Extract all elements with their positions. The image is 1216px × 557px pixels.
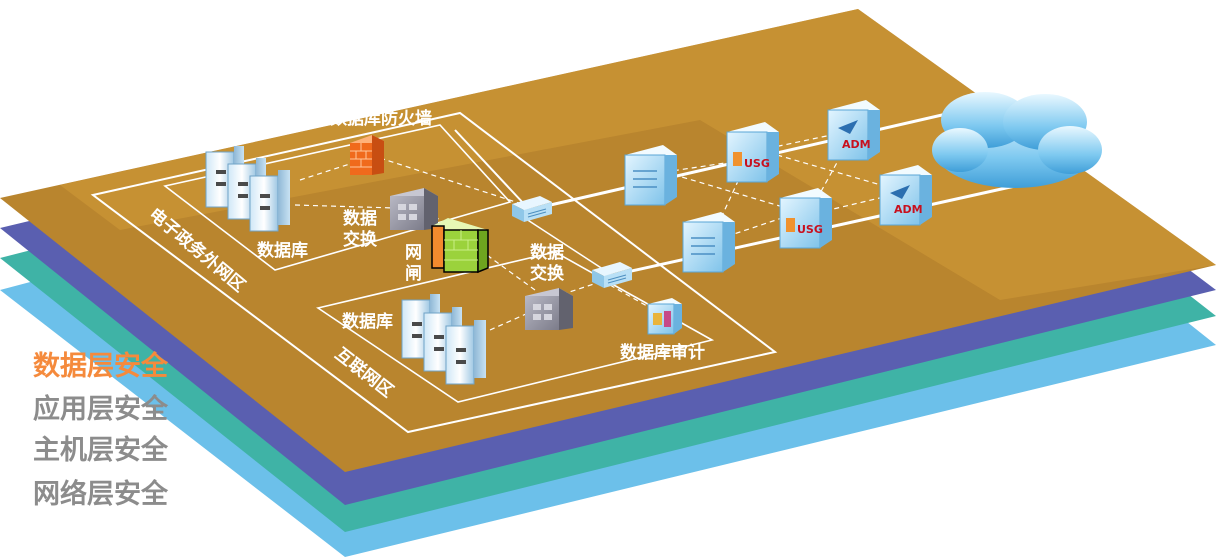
db-label-bottom: 数据库 (342, 311, 393, 332)
adm-label-1: ADM (842, 138, 871, 151)
label-line: 数据 (343, 208, 377, 229)
core-switch-icon-1 (624, 145, 677, 206)
db-server-cluster-top (205, 146, 290, 232)
adm-label-2: ADM (894, 203, 923, 216)
legend-network-layer: 网络层安全 (33, 479, 168, 510)
data-exchange-box-top (390, 188, 438, 230)
switch-icon-top (512, 196, 552, 222)
data-layer-sheen (60, 9, 1216, 300)
db-audit-device-icon (647, 298, 682, 335)
exchange-label-bottom: 数据交换 (530, 242, 565, 284)
usg-device-icon-1: USG (726, 122, 779, 183)
db-audit-label: 数据库审计 (620, 342, 705, 363)
egov-inner-zone-boundary (163, 124, 512, 271)
label-line: 交换 (343, 229, 378, 250)
exchange-label-top: 数据交换 (343, 208, 378, 250)
adm-device-icon-1: ADM (827, 100, 880, 161)
label-line: 数据 (530, 242, 564, 263)
switch-icon-bottom (592, 262, 632, 288)
label-line: 网 (405, 243, 422, 263)
core-switch-icon-2 (682, 212, 735, 273)
legend-app-layer: 应用层安全 (33, 394, 168, 425)
data-exchange-box-bottom (525, 288, 573, 330)
trunk-link-upper-inner (454, 129, 526, 206)
gatekeeper-label: 网闸 (405, 243, 422, 284)
db-label-top: 数据库 (257, 240, 308, 261)
usg-label-1: USG (744, 157, 770, 170)
legend-data-layer: 数据层安全 (33, 351, 168, 382)
legend-host-layer: 主机层安全 (33, 435, 168, 466)
db-firewall-label: 数据库防火墙 (330, 108, 432, 129)
label-line: 闸 (405, 263, 422, 284)
adm-device-icon-2: ADM (879, 165, 932, 226)
label-line: 交换 (530, 263, 565, 284)
trunk-link-lower-inner (519, 214, 613, 276)
db-server-cluster-bottom (401, 294, 486, 385)
usg-label-2: USG (797, 223, 823, 236)
egov-outer-zone-boundary (90, 111, 778, 434)
gatekeeper-icon (431, 218, 489, 274)
internet-cloud-icon (932, 92, 1102, 188)
db-firewall-icon (350, 135, 384, 175)
usg-device-icon-2: USG (779, 188, 832, 249)
